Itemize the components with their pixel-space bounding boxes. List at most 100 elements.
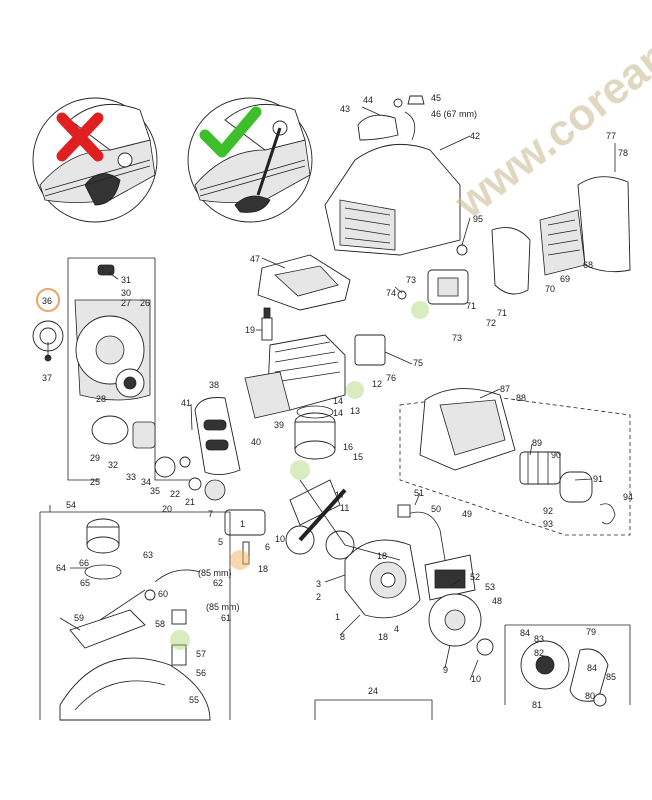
label-66: 66 (79, 558, 89, 568)
label-62: 62 (213, 578, 223, 588)
label-10b: 10 (471, 674, 481, 684)
label-74: 74 (386, 288, 396, 298)
label-58: 58 (155, 619, 165, 629)
ignition-module (397, 504, 476, 601)
label-85: 85 (606, 672, 616, 682)
label-32: 32 (108, 460, 118, 470)
label-85mm-a: (85 mm) (198, 568, 232, 578)
check-mark-icon (199, 106, 262, 158)
label-77: 77 (606, 131, 616, 141)
label-43: 43 (340, 104, 350, 114)
label-2: 2 (316, 592, 321, 602)
label-68: 68 (583, 260, 593, 270)
cylinder (244, 334, 346, 419)
label-46: 46 (67 mm) (431, 109, 477, 119)
piston (294, 405, 336, 460)
label-18b: 18 (377, 551, 387, 561)
heat-shield (257, 254, 351, 311)
label-5: 5 (218, 537, 223, 547)
label-53: 53 (485, 582, 495, 592)
label-24: 24 (368, 686, 378, 696)
label-16: 16 (343, 442, 353, 452)
leader-lines (47, 106, 616, 681)
label-57: 57 (196, 649, 206, 659)
wrong-install-illustration (32, 97, 158, 223)
label-19: 19 (245, 325, 255, 335)
label-73b: 73 (452, 333, 462, 343)
label-38: 38 (209, 380, 219, 390)
label-50: 50 (431, 504, 441, 514)
label-89: 89 (532, 438, 542, 448)
label-14b: 14 (333, 408, 343, 418)
label-44: 44 (363, 95, 373, 105)
label-90: 90 (551, 450, 561, 460)
label-4: 4 (394, 624, 399, 634)
label-40: 40 (251, 437, 261, 447)
bracket-24 (314, 699, 433, 720)
label-29: 29 (90, 453, 100, 463)
label-76: 76 (386, 373, 396, 383)
top-cover (357, 95, 425, 141)
label-47: 47 (250, 254, 260, 264)
label-88: 88 (516, 393, 526, 403)
seal-36 (32, 288, 64, 362)
label-13: 13 (350, 406, 360, 416)
label-60: 60 (158, 589, 168, 599)
label-26: 26 (140, 298, 150, 308)
label-41: 41 (181, 398, 191, 408)
label-49: 49 (462, 509, 472, 519)
label-51: 51 (414, 488, 424, 498)
right-install-illustration (187, 97, 313, 223)
label-27: 27 (121, 298, 131, 308)
fan-housing (399, 388, 631, 536)
label-25: 25 (90, 477, 100, 487)
label-94: 94 (623, 492, 633, 502)
label-69: 69 (560, 274, 570, 284)
label-36: 36 (42, 296, 52, 306)
label-10: 10 (275, 534, 285, 544)
label-55: 55 (189, 695, 199, 705)
label-63: 63 (143, 550, 153, 560)
label-92: 92 (543, 506, 553, 516)
air-filter-cover (491, 176, 631, 295)
label-71b: 71 (497, 308, 507, 318)
label-35: 35 (150, 486, 160, 496)
label-65: 65 (80, 578, 90, 588)
label-84b: 84 (587, 663, 597, 673)
label-3: 3 (316, 579, 321, 589)
label-70: 70 (545, 284, 555, 294)
engine-shroud (324, 143, 461, 256)
label-91: 91 (593, 474, 603, 484)
label-15: 15 (353, 452, 363, 462)
label-73a: 73 (406, 275, 416, 285)
label-8: 8 (340, 632, 345, 642)
label-87: 87 (500, 384, 510, 394)
label-18a: 18 (258, 564, 268, 574)
label-45: 45 (431, 93, 441, 103)
label-37: 37 (42, 373, 52, 383)
label-79: 79 (586, 627, 596, 637)
label-12: 12 (372, 379, 382, 389)
label-34: 34 (141, 477, 151, 487)
label-17: 17 (335, 490, 345, 500)
label-33: 33 (126, 472, 136, 482)
label-93: 93 (543, 519, 553, 529)
label-81: 81 (532, 700, 542, 710)
label-85mm-b: (85 mm) (206, 602, 240, 612)
label-1b: 1 (335, 612, 340, 622)
label-6: 6 (265, 542, 270, 552)
cross-mark-icon (56, 112, 104, 162)
carburetor (354, 244, 469, 366)
clutch-assembly (504, 624, 631, 707)
label-1a: 1 (240, 519, 245, 529)
label-61: 61 (221, 613, 231, 623)
label-72: 72 (486, 318, 496, 328)
flywheel (428, 593, 494, 656)
label-22: 22 (170, 489, 180, 499)
label-82: 82 (534, 648, 544, 658)
label-78: 78 (618, 148, 628, 158)
label-21: 21 (185, 497, 195, 507)
label-7: 7 (208, 509, 213, 519)
label-75: 75 (413, 358, 423, 368)
crankcase (299, 479, 421, 619)
